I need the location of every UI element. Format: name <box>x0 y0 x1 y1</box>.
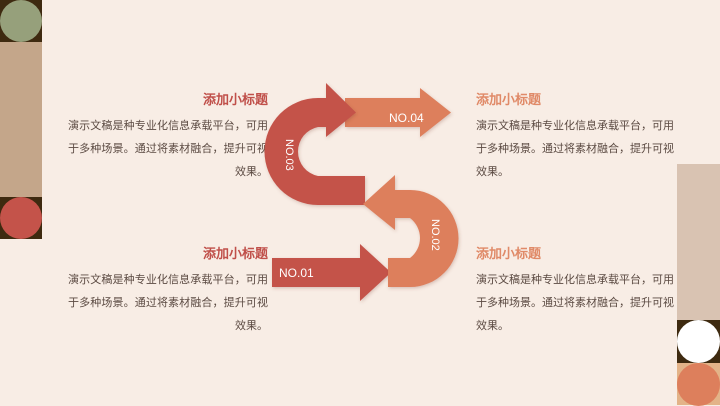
text-block-top-left: 添加小标题 演示文稿是种专业化信息承载平台，可用于多种场景。通过将素材融合，提升… <box>68 92 268 183</box>
step-label-2: NO.02 <box>429 219 441 251</box>
right-decorative-strip <box>677 164 720 406</box>
text-block-bottom-right: 添加小标题 演示文稿是种专业化信息承载平台，可用于多种场景。通过将素材融合，提升… <box>476 246 676 337</box>
block-title: 添加小标题 <box>202 247 268 262</box>
arrow-step-2 <box>363 175 459 287</box>
block-title: 添加小标题 <box>476 247 542 262</box>
left-red-circle <box>0 197 42 239</box>
arrow-step-4 <box>345 88 451 137</box>
step-label-1: NO.01 <box>279 266 314 280</box>
block-body: 演示文稿是种专业化信息承载平台，可用于多种场景。通过将素材融合，提升可视效果。 <box>476 273 674 332</box>
right-orange-circle <box>677 363 720 406</box>
text-block-bottom-left: 添加小标题 演示文稿是种专业化信息承载平台，可用于多种场景。通过将素材融合，提升… <box>68 246 268 337</box>
left-tan-panel <box>0 42 42 197</box>
left-green-circle <box>0 0 42 42</box>
arrow-step-3 <box>264 83 365 205</box>
step-label-4: NO.04 <box>389 111 424 125</box>
right-tan-panel <box>677 164 720 320</box>
left-decorative-strip <box>0 0 42 240</box>
arrow-step-1 <box>272 244 391 301</box>
block-body: 演示文稿是种专业化信息承载平台，可用于多种场景。通过将素材融合，提升可视效果。 <box>68 119 268 178</box>
right-white-circle <box>677 320 720 363</box>
block-title: 添加小标题 <box>476 93 542 108</box>
block-title: 添加小标题 <box>202 93 268 108</box>
block-body: 演示文稿是种专业化信息承载平台，可用于多种场景。通过将素材融合，提升可视效果。 <box>68 273 268 332</box>
step-label-3: NO.03 <box>283 139 295 171</box>
block-body: 演示文稿是种专业化信息承载平台，可用于多种场景。通过将素材融合，提升可视效果。 <box>476 119 674 178</box>
text-block-top-right: 添加小标题 演示文稿是种专业化信息承载平台，可用于多种场景。通过将素材融合，提升… <box>476 92 676 183</box>
